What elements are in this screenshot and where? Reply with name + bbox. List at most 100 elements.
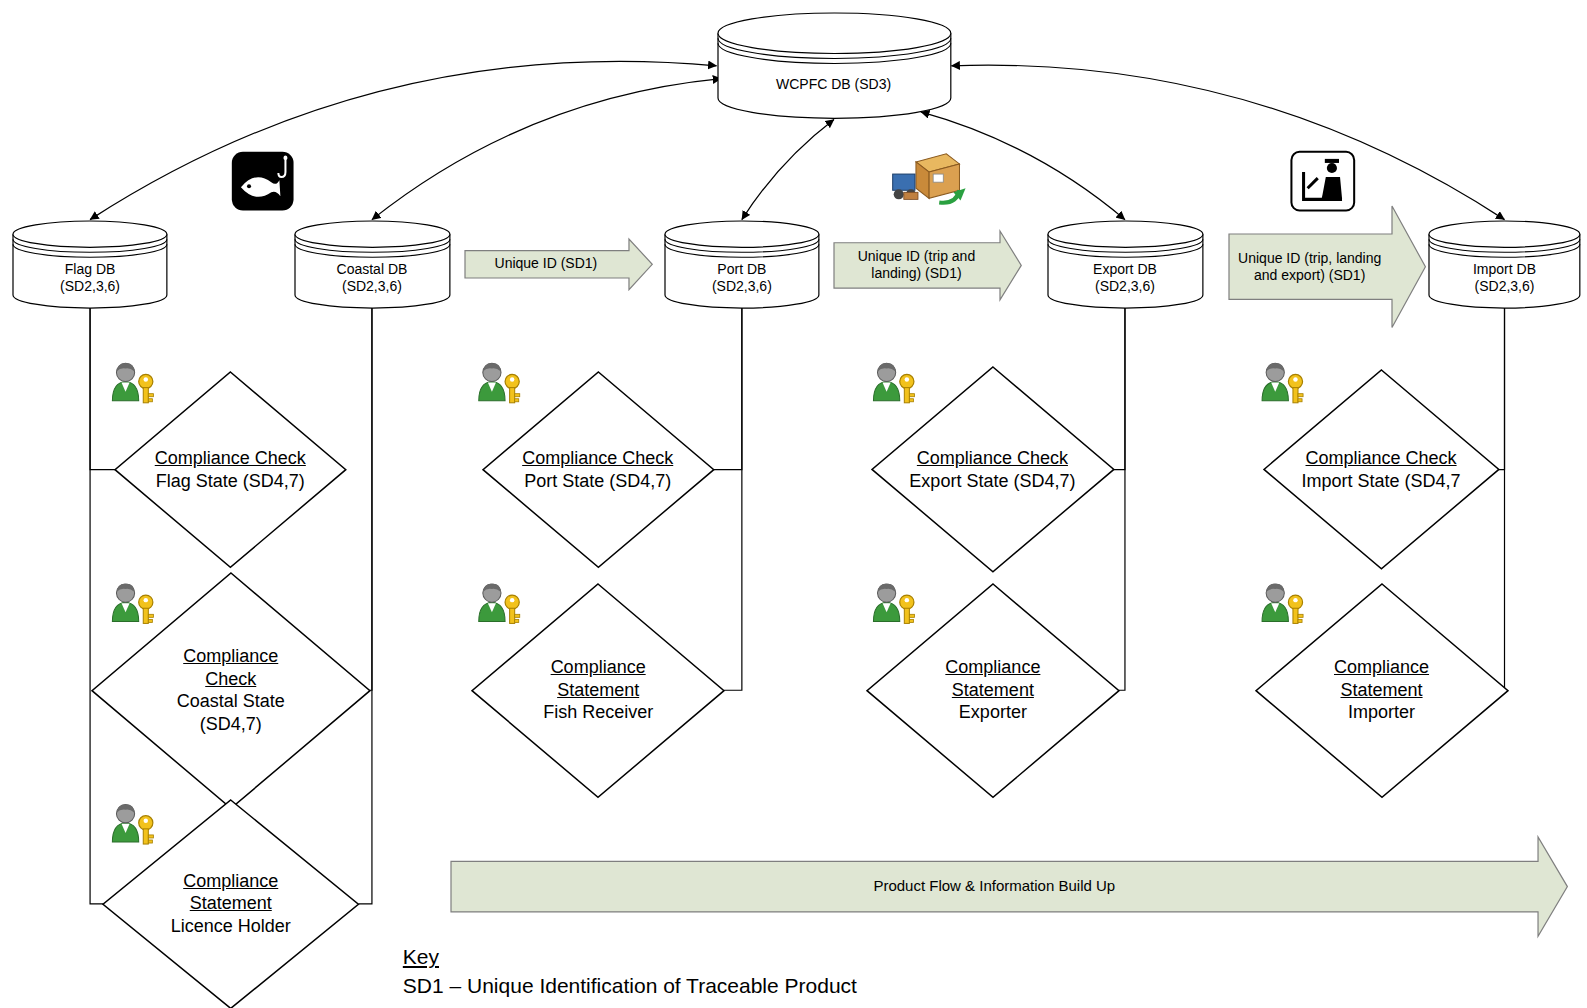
arrow-band: Unique ID (trip and landing) (SD1) (833, 230, 1022, 301)
node-label: Flag State (SD4,7) (155, 470, 306, 493)
text-wrap: Coastal DB (SD2,3,6) (317, 261, 427, 296)
text-wrap: WCPFC DB (SD3) (776, 76, 891, 94)
diamond-outline (103, 800, 358, 1008)
connector (1114, 308, 1125, 470)
node-heading: Compliance Statement (918, 656, 1068, 701)
node-outline (1263, 369, 1500, 570)
cylinder-ring (13, 244, 167, 257)
node-label: Product Flow & Information Build Up (873, 877, 1115, 896)
node-outline (91, 572, 371, 809)
cylinder-ring (1429, 244, 1580, 257)
decision-diamond: Compliance CheckFlag State (SD4,7) (114, 371, 347, 568)
text-wrap: Compliance StatementLicence Holder (156, 870, 306, 938)
database-cylinder: Import DB (SD2,3,6) (1428, 220, 1581, 309)
cylinder-ring (665, 239, 819, 252)
person-key-icon (479, 584, 520, 624)
node-heading: Compliance Statement (1307, 656, 1457, 701)
diamond-outline (92, 573, 370, 808)
key-heading: Key (403, 945, 439, 969)
node-label: Port DB (SD2,3,6) (687, 261, 797, 296)
connector (724, 308, 742, 691)
node-label: Unique ID (SD1) (495, 255, 598, 273)
database-cylinder: Coastal DB (SD2,3,6) (294, 220, 451, 309)
connector (358, 308, 371, 904)
node-label: Port State (SD4,7) (522, 470, 673, 493)
node-label: Licence Holder (156, 915, 306, 938)
database-cylinder: Export DB (SD2,3,6) (1047, 220, 1204, 309)
text-wrap: Compliance StatementImporter (1307, 656, 1457, 724)
customs-icon (1291, 152, 1354, 211)
arrow-band: Unique ID (trip, landing and export) (SD… (1228, 205, 1426, 328)
connector (742, 119, 834, 219)
person-key-icon (112, 584, 153, 624)
node-label: Coastal DB (SD2,3,6) (317, 261, 427, 296)
diamond-outline (1264, 370, 1499, 569)
arrow-outline (834, 231, 1021, 300)
cylinder-top (1048, 221, 1203, 247)
connector (372, 79, 721, 220)
arrow-band: Unique ID (SD1) (464, 238, 653, 291)
text-wrap: Compliance StatementExporter (918, 656, 1068, 724)
node-label: Exporter (918, 701, 1068, 724)
node-label: Unique ID (trip and landing) (SD1) (841, 248, 991, 283)
person-key-icon (873, 584, 914, 624)
fish-icon (232, 152, 294, 211)
cylinder-ring (665, 244, 819, 257)
text-wrap: Unique ID (trip and landing) (SD1) (841, 248, 991, 283)
text-wrap: Flag DB (SD2,3,6) (35, 261, 145, 296)
node-outline (871, 366, 1115, 573)
cylinder-top (718, 13, 951, 53)
arrow-outline (451, 837, 1567, 936)
person-key-icon (1262, 363, 1303, 403)
shipping-icon (893, 154, 966, 203)
node-heading: Compliance Statement (523, 656, 673, 701)
diamond-outline (115, 372, 346, 567)
decision-diamond: Compliance StatementImporter (1255, 583, 1509, 798)
text-wrap: Unique ID (trip, landing and export) (SD… (1235, 250, 1385, 285)
connector (90, 308, 115, 470)
text-wrap: Compliance CheckExport State (SD4,7) (909, 447, 1075, 492)
database-cylinder: WCPFC DB (SD3) (717, 12, 952, 119)
cylinder-ring (1048, 244, 1203, 257)
node-label: Export State (SD4,7) (909, 470, 1075, 493)
text-wrap: Export DB (SD2,3,6) (1070, 261, 1180, 296)
decision-diamond: Compliance StatementLicence Holder (102, 799, 359, 1008)
connector (921, 112, 1125, 220)
cylinder-top (1429, 221, 1580, 247)
person-key-icon (873, 363, 914, 403)
decision-diamond: Compliance CheckExport State (SD4,7) (871, 366, 1115, 573)
connector (1505, 308, 1508, 691)
database-cylinder: Port DB (SD2,3,6) (664, 220, 820, 309)
connector (90, 308, 103, 904)
node-label: Flag DB (SD2,3,6) (35, 261, 145, 296)
cylinder-ring (718, 38, 951, 58)
node-label: WCPFC DB (SD3) (776, 76, 891, 94)
node-label: Fish Receiver (523, 701, 673, 724)
text-wrap: Compliance CheckFlag State (SD4,7) (155, 447, 306, 492)
node-label: Export DB (SD2,3,6) (1070, 261, 1180, 296)
node-heading: Compliance Check (522, 447, 673, 470)
person-key-icon (112, 363, 153, 403)
database-cylinder: Flag DB (SD2,3,6) (12, 220, 168, 309)
connector (1119, 308, 1125, 691)
cylinder-ring (295, 244, 450, 257)
diamond-outline (872, 367, 1114, 572)
cylinder-top (665, 221, 819, 247)
arrow-outline (465, 239, 652, 290)
arrow-band: Product Flow & Information Build Up (450, 836, 1568, 937)
text-wrap: Compliance CheckPort State (SD4,7) (522, 447, 673, 492)
node-outline (482, 371, 715, 568)
decision-diamond: Compliance StatementExporter (866, 583, 1120, 798)
text-wrap: Product Flow & Information Build Up (873, 877, 1115, 896)
text-wrap: Compliance StatementFish Receiver (523, 656, 673, 724)
node-label: Coastal State (SD4,7) (156, 690, 306, 735)
cylinder-ring (1048, 239, 1203, 252)
cylinder-ring (718, 43, 951, 63)
decision-diamond: Compliance CheckCoastal State (SD4,7) (91, 572, 371, 809)
cylinder-ring (295, 239, 450, 252)
cylinder-ring (1429, 239, 1580, 252)
node-label: Importer (1307, 701, 1457, 724)
text-wrap: Compliance CheckImport State (SD4,7 (1302, 447, 1461, 492)
person-key-icon (479, 363, 520, 403)
